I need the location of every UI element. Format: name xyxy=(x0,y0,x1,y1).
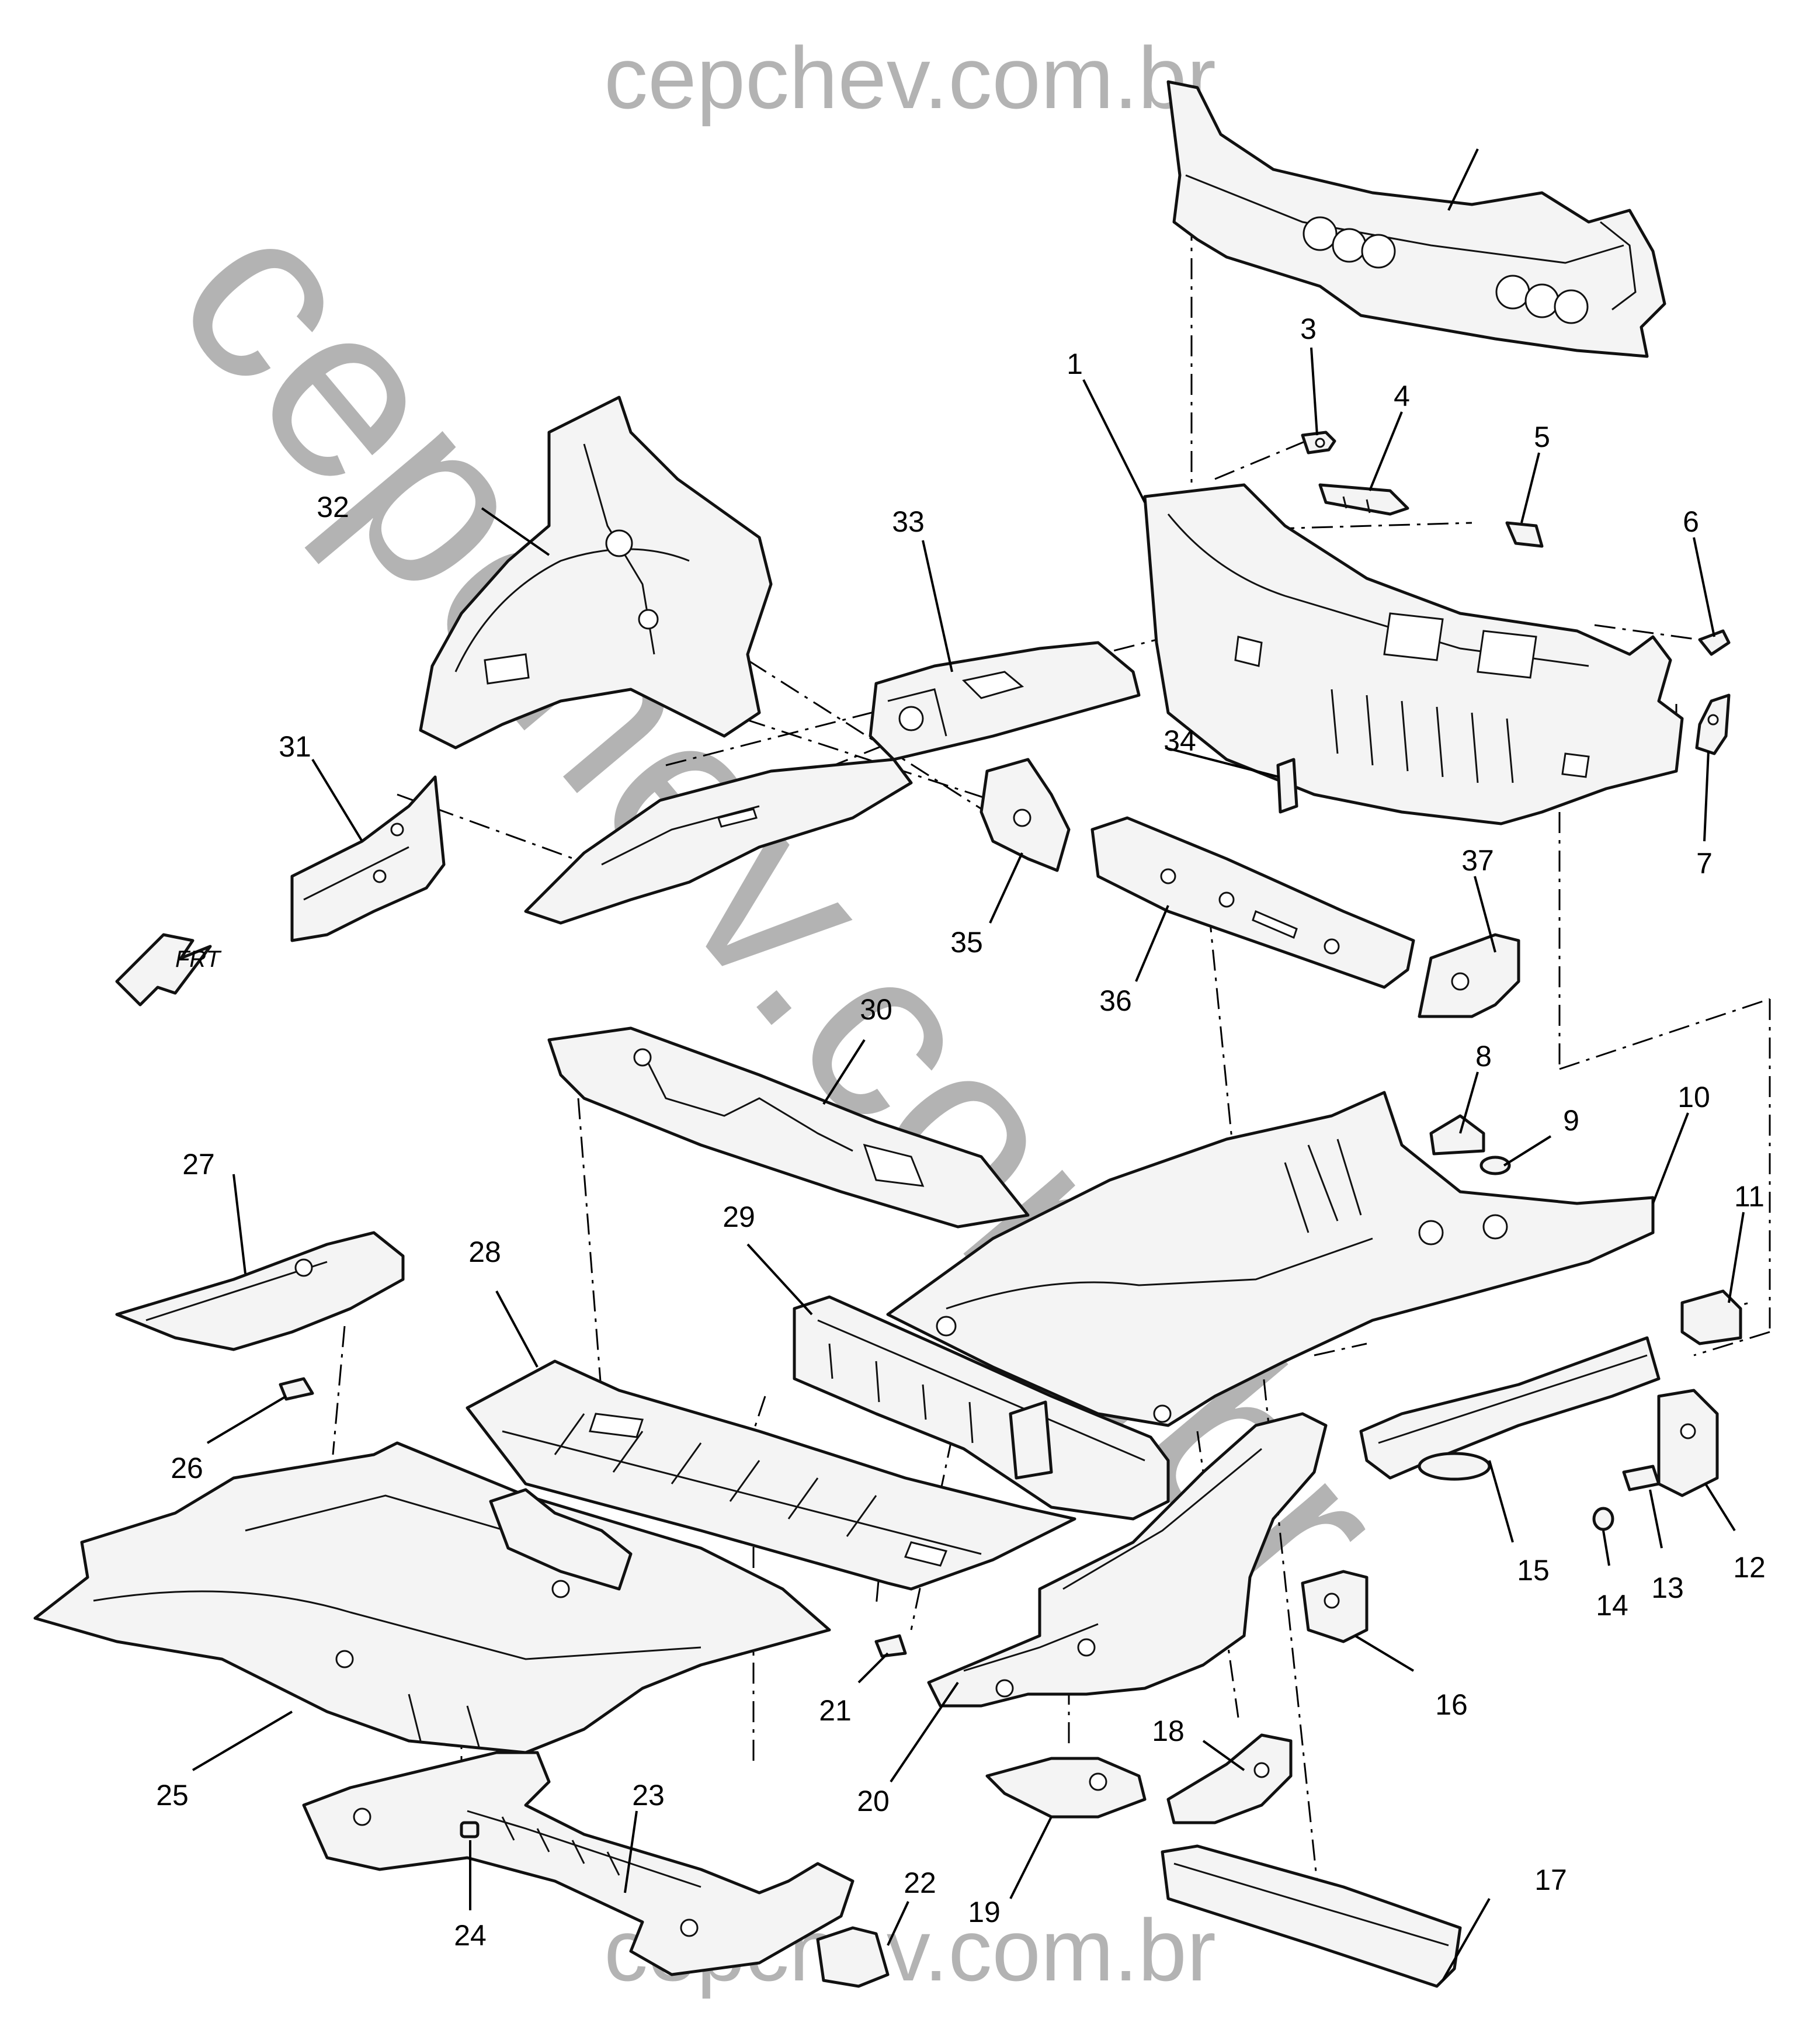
part-14-plug xyxy=(1592,1507,1614,1531)
part-7-bracket xyxy=(1695,693,1731,755)
callout-12: 12 xyxy=(1733,1551,1766,1584)
callout-3: 3 xyxy=(1300,313,1317,345)
part-3-bracket xyxy=(1301,431,1336,455)
callout-13: 13 xyxy=(1651,1571,1684,1604)
callout-26: 26 xyxy=(171,1452,203,1484)
part-23-front-floor-cross-member xyxy=(302,1751,855,1976)
part-30-floor-cross-member xyxy=(547,1026,1030,1229)
part-25-front-floor-pan xyxy=(33,1441,831,1754)
part-37-bracket xyxy=(1418,933,1520,1018)
part-17-rocker-sill xyxy=(1161,1844,1462,1988)
part-1-rear-compartment-panel xyxy=(1143,483,1684,825)
callout-4: 4 xyxy=(1394,380,1410,412)
part-rear-side-rail xyxy=(524,758,913,925)
watermark-top: cepchev.com.br xyxy=(604,29,1216,127)
part-10-rear-floor-pan xyxy=(886,1091,1655,1427)
part-24-bolt xyxy=(460,1821,480,1838)
callout-35: 35 xyxy=(950,926,983,959)
callout-27: 27 xyxy=(182,1148,215,1181)
part-26-bracket xyxy=(279,1377,314,1401)
callout-33: 33 xyxy=(892,505,925,538)
callout-10: 10 xyxy=(1677,1081,1710,1113)
part-35-bracket xyxy=(980,758,1071,872)
callout-23: 23 xyxy=(632,1779,665,1812)
part-36-rear-floor-cross-member xyxy=(1090,816,1415,989)
callout-36: 36 xyxy=(1099,984,1132,1017)
callout-9: 9 xyxy=(1563,1104,1579,1137)
callout-29: 29 xyxy=(723,1201,755,1233)
part-29-floor-reinforcement xyxy=(793,1295,1170,1521)
front-direction-label: FRT xyxy=(175,946,222,972)
callout-28: 28 xyxy=(468,1236,501,1268)
front-direction-indicator: FRT xyxy=(115,933,222,1007)
callout-8: 8 xyxy=(1475,1040,1492,1073)
callout-17: 17 xyxy=(1534,1864,1567,1896)
part-4-bracket xyxy=(1318,483,1409,516)
part-34-bracket xyxy=(1276,758,1298,814)
part-28-floor-panel xyxy=(466,1359,1076,1591)
part-27-floor-panel-section xyxy=(115,1231,405,1351)
part-12-bracket xyxy=(1657,1389,1719,1497)
part-6-clip xyxy=(1698,629,1731,656)
callout-16: 16 xyxy=(1435,1688,1468,1721)
part-20-front-side-rail xyxy=(927,1412,1328,1708)
leader-lines xyxy=(192,148,1745,1981)
callout-30: 30 xyxy=(860,993,892,1026)
callout-5: 5 xyxy=(1534,421,1550,453)
part-22-bracket xyxy=(816,1926,890,1988)
part-rear-upper-panel xyxy=(1166,80,1666,358)
callout-31: 31 xyxy=(279,730,311,763)
callout-15: 15 xyxy=(1517,1554,1550,1587)
part-33-rear-cross-member xyxy=(869,641,1141,761)
callout-11: 11 xyxy=(1734,1180,1765,1213)
front-arrow-icon xyxy=(115,933,212,1007)
part-18-bracket xyxy=(1166,1733,1293,1824)
callout-14: 14 xyxy=(1596,1589,1628,1622)
part-16-bracket xyxy=(1301,1570,1369,1643)
callout-25: 25 xyxy=(156,1779,189,1812)
part-8-bracket xyxy=(1429,1114,1485,1156)
callout-19: 19 xyxy=(968,1896,1001,1928)
callout-1: 1 xyxy=(1067,348,1083,380)
callout-34: 34 xyxy=(1163,724,1196,757)
part-5-bracket xyxy=(1505,521,1544,548)
part-9-plug xyxy=(1479,1156,1511,1175)
part-15-rear-side-rail xyxy=(1359,1336,1661,1481)
part-19-bracket xyxy=(985,1757,1147,1819)
part-11-bracket xyxy=(1680,1289,1742,1345)
callout-21: 21 xyxy=(819,1694,852,1727)
callout-labels: 1 3 4 5 6 7 8 9 10 11 12 13 14 15 16 17 … xyxy=(156,313,1766,1952)
callout-18: 18 xyxy=(1152,1715,1185,1747)
callout-6: 6 xyxy=(1683,505,1699,538)
part-21-clip xyxy=(874,1634,907,1658)
callout-37: 37 xyxy=(1461,844,1494,877)
callout-22: 22 xyxy=(904,1866,936,1899)
callout-20: 20 xyxy=(857,1785,890,1817)
callout-24: 24 xyxy=(454,1919,487,1952)
part-32-rear-wheelhouse xyxy=(419,395,773,750)
callout-7: 7 xyxy=(1696,847,1713,880)
part-31-bracket xyxy=(290,775,446,942)
callout-32: 32 xyxy=(317,491,349,523)
part-13-bracket xyxy=(1622,1465,1661,1491)
